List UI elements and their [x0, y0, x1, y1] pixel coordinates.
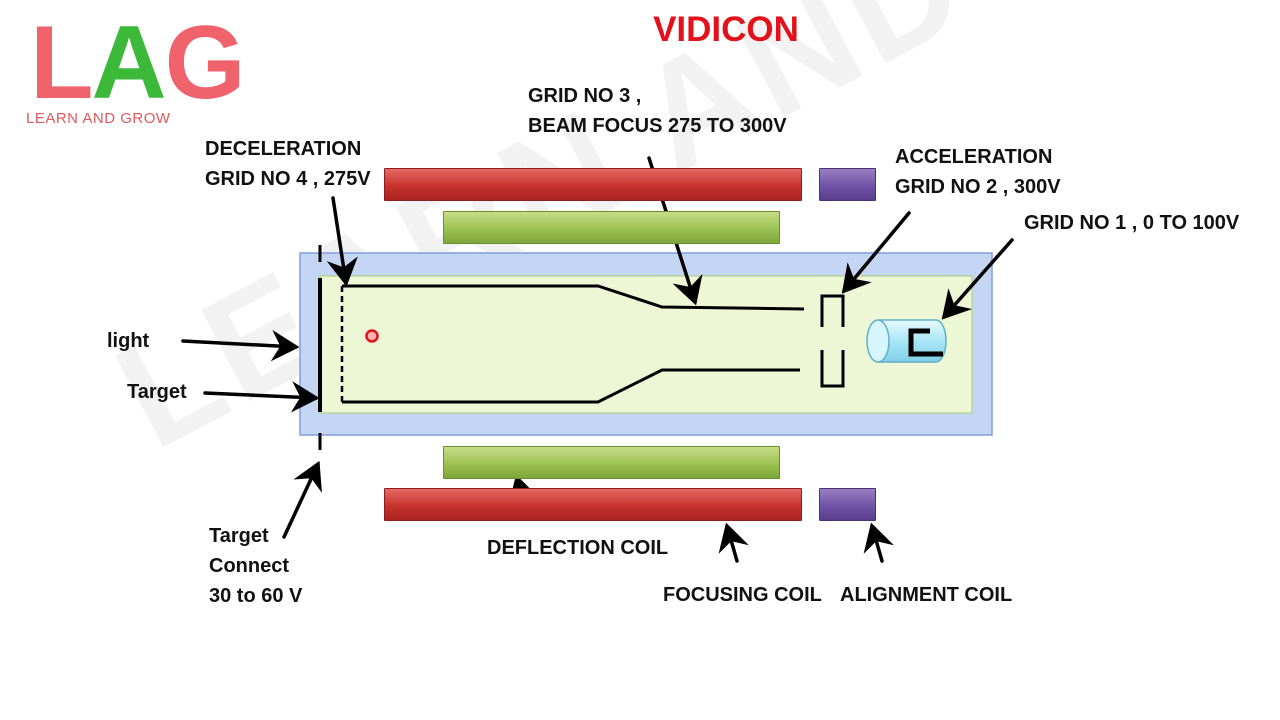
arrow-grid1 — [941, 238, 1014, 320]
logo-letter-a: A — [91, 5, 167, 121]
label-deceleration: DECELERATION GRID NO 4 , 275V — [205, 138, 371, 190]
alignment-coil-bottom — [819, 488, 876, 521]
cathode-end — [866, 319, 890, 363]
label-light: light — [107, 330, 150, 352]
arrow-deceleration — [326, 196, 358, 287]
arrow-target-connect — [282, 460, 322, 539]
grid3-electrode-top — [342, 284, 805, 311]
diagram-title: VIDICON — [653, 10, 799, 49]
label-alignment-coil: ALIGNMENT COIL — [840, 584, 1013, 606]
alignment-coil-top — [819, 168, 876, 201]
focusing-coil-bottom — [384, 488, 802, 521]
grid2-electrode-top — [820, 294, 845, 327]
grid2-electrode-bottom — [820, 350, 845, 388]
arrow-focusing-coil — [718, 522, 749, 563]
deflection-coil-bottom — [443, 446, 780, 479]
logo-letters: LAG — [30, 5, 246, 121]
label-grid1: GRID NO 1 , 0 TO 100V — [1024, 212, 1240, 234]
logo-tagline: LEARN AND GROW — [26, 110, 171, 127]
label-focusing-coil: FOCUSING COIL — [663, 584, 822, 606]
label-grid3: GRID NO 3 , BEAM FOCUS 275 TO 300V — [528, 85, 787, 137]
focusing-coil-top — [384, 168, 802, 201]
label-target-connect: Target Connect 30 to 60 V — [209, 525, 303, 607]
arrow-light — [181, 329, 300, 362]
label-deflection-coil: DEFLECTION COIL — [487, 537, 669, 559]
grid3-electrode-bottom — [342, 368, 800, 404]
lag-logo: LAG LEARN AND GROW — [26, 5, 246, 127]
logo-letter-g: G — [164, 5, 246, 121]
label-target: Target — [127, 381, 187, 403]
cathode-filament — [908, 328, 943, 357]
logo-letter-l: L — [30, 5, 94, 121]
deflection-coil-top — [443, 211, 780, 244]
beam-spot-icon — [365, 329, 379, 343]
arrow-alignment-coil — [863, 522, 894, 563]
tube-inner — [319, 275, 973, 414]
label-acceleration: ACCELERATION GRID NO 2 , 300V — [895, 146, 1061, 198]
arrow-target — [203, 381, 320, 413]
arrow-acceleration — [841, 211, 911, 294]
